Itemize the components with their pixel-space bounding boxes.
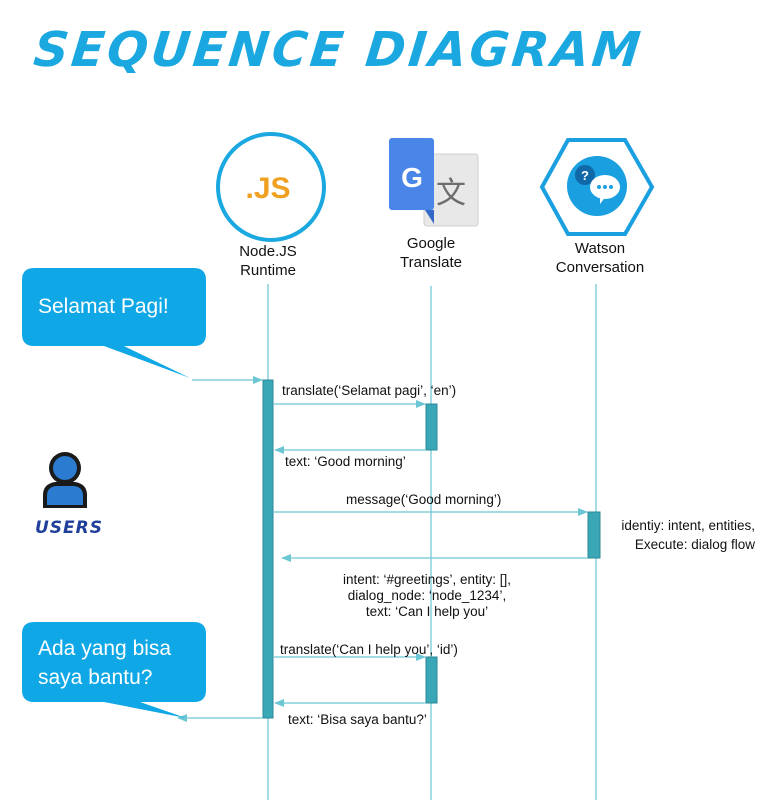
message-return-2: text: ‘Bisa saya bantu?’ [288, 712, 427, 727]
activation-google-2 [425, 656, 438, 704]
google-logo-letter: G [401, 162, 423, 193]
message-watson: message(‘Good morning’) [346, 492, 502, 507]
user-icon [43, 452, 87, 508]
watson-chat-icon: ? [539, 138, 655, 236]
activation-nodejs [262, 379, 274, 719]
page-title: SEQUENCE DIAGRAM [31, 22, 646, 78]
actor-label-watson-line2: Conversation [555, 259, 645, 276]
message-watson-return: intent: ‘#greetings’, entity: [], dialog… [316, 572, 538, 620]
message-translate-1: translate(‘Selamat pagi’, ‘en’) [282, 383, 457, 398]
bubble-reply-text: Ada yang bisa saya bantu? [38, 634, 171, 692]
activation-google-1 [425, 403, 438, 451]
watson-note-line1: identiy: intent, entities, [621, 518, 755, 533]
actor-label-google-line1: Google [406, 235, 456, 252]
activation-watson [587, 511, 601, 559]
watson-note-line2: Execute: dialog flow [634, 537, 755, 552]
bubble-greeting-text: Selamat Pagi! [38, 295, 169, 318]
speech-bubble-reply [22, 622, 206, 718]
google-translate-icon: 文 G [389, 138, 479, 227]
watson-processing-note: identiy: intent, entities, Execute: dial… [603, 516, 755, 554]
user-label: USERS [35, 518, 103, 538]
bubble-reply-line1: Ada yang bisa [38, 637, 172, 660]
svg-text:文: 文 [436, 176, 466, 211]
nodejs-logo-icon: .JS [216, 132, 326, 242]
actor-label-google-translate: Google Translate [361, 234, 501, 272]
watson-return-line3: text: ‘Can I help you’ [365, 604, 489, 619]
actor-label-google-line2: Translate [400, 254, 462, 271]
message-translate-2: translate(‘Can I help you’, ‘id’) [280, 642, 458, 657]
watson-return-line1: intent: ‘#greetings’, entity: [], [342, 572, 512, 587]
actor-label-watson-line1: Watson [574, 240, 626, 257]
actor-label-nodejs-line2: Runtime [240, 262, 296, 279]
actor-label-watson: Watson Conversation [530, 239, 670, 277]
watson-return-line2: dialog_node: ‘node_1234’, [347, 588, 507, 603]
actor-label-nodejs: Node.JS Runtime [198, 242, 338, 280]
actor-label-nodejs-line1: Node.JS [239, 243, 297, 260]
speech-bubble-greeting [22, 268, 206, 378]
message-return-1: text: ‘Good morning’ [285, 454, 406, 469]
bubble-reply-line2: saya bantu? [38, 666, 153, 689]
svg-text:?: ? [581, 168, 589, 183]
nodejs-logo-text: .JS [245, 172, 290, 205]
